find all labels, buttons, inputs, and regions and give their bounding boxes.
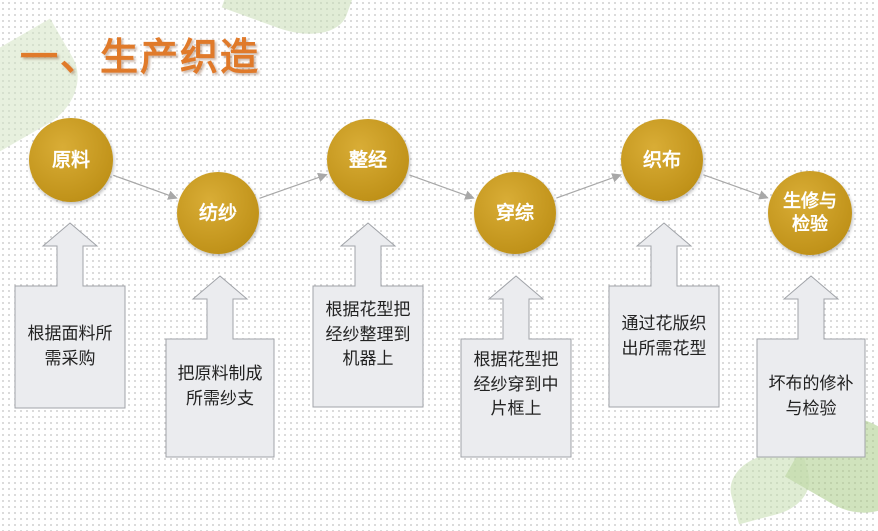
callout-arrow-shape <box>14 222 126 409</box>
callout-arrow-shape <box>608 222 720 408</box>
step-description-text: 根据花型把经纱穿到中片框上 <box>473 350 559 420</box>
page-title: 一、生产织造 <box>20 35 261 79</box>
process-step-node: 整经 <box>327 119 409 201</box>
step-description-callout: 根据花型把经纱穿到中片框上 <box>460 275 572 459</box>
step-description-text: 把原料制成所需纱支 <box>177 364 263 409</box>
step-description-callout: 通过花版织出所需花型 <box>608 222 720 409</box>
callout-arrow-shape <box>756 275 866 458</box>
step-description-callout: 把原料制成所需纱支 <box>165 275 275 459</box>
step-description-callout: 根据花型把经纱整理到机器上 <box>312 222 424 409</box>
step-description-callout: 根据面料所需采购 <box>14 222 126 410</box>
step-description-text: 通过花版织出所需花型 <box>621 314 707 359</box>
process-connectors <box>113 172 769 200</box>
process-step-node: 生修与检验 <box>768 171 852 255</box>
step-description-text: 根据花型把经纱整理到机器上 <box>325 300 411 370</box>
step-description-callout: 坏布的修补与检验 <box>756 275 866 459</box>
connector-arrow-5 <box>703 174 769 200</box>
connector-arrow-2 <box>259 172 328 199</box>
step-description-text: 坏布的修补与检验 <box>768 374 854 419</box>
process-step-node: 穿综 <box>474 172 556 254</box>
callout-arrow-shape <box>165 275 275 458</box>
callout-arrow-shape <box>312 222 424 408</box>
process-step-node: 织布 <box>621 119 703 201</box>
connector-arrow-4 <box>556 173 622 199</box>
step-description-text: 根据面料所需采购 <box>27 324 113 369</box>
connector-arrow-3 <box>409 174 475 200</box>
callout-arrow-shape <box>460 275 572 458</box>
connector-arrow-1 <box>113 174 178 200</box>
process-step-node: 纺纱 <box>177 172 259 254</box>
process-step-node: 原料 <box>29 118 113 202</box>
